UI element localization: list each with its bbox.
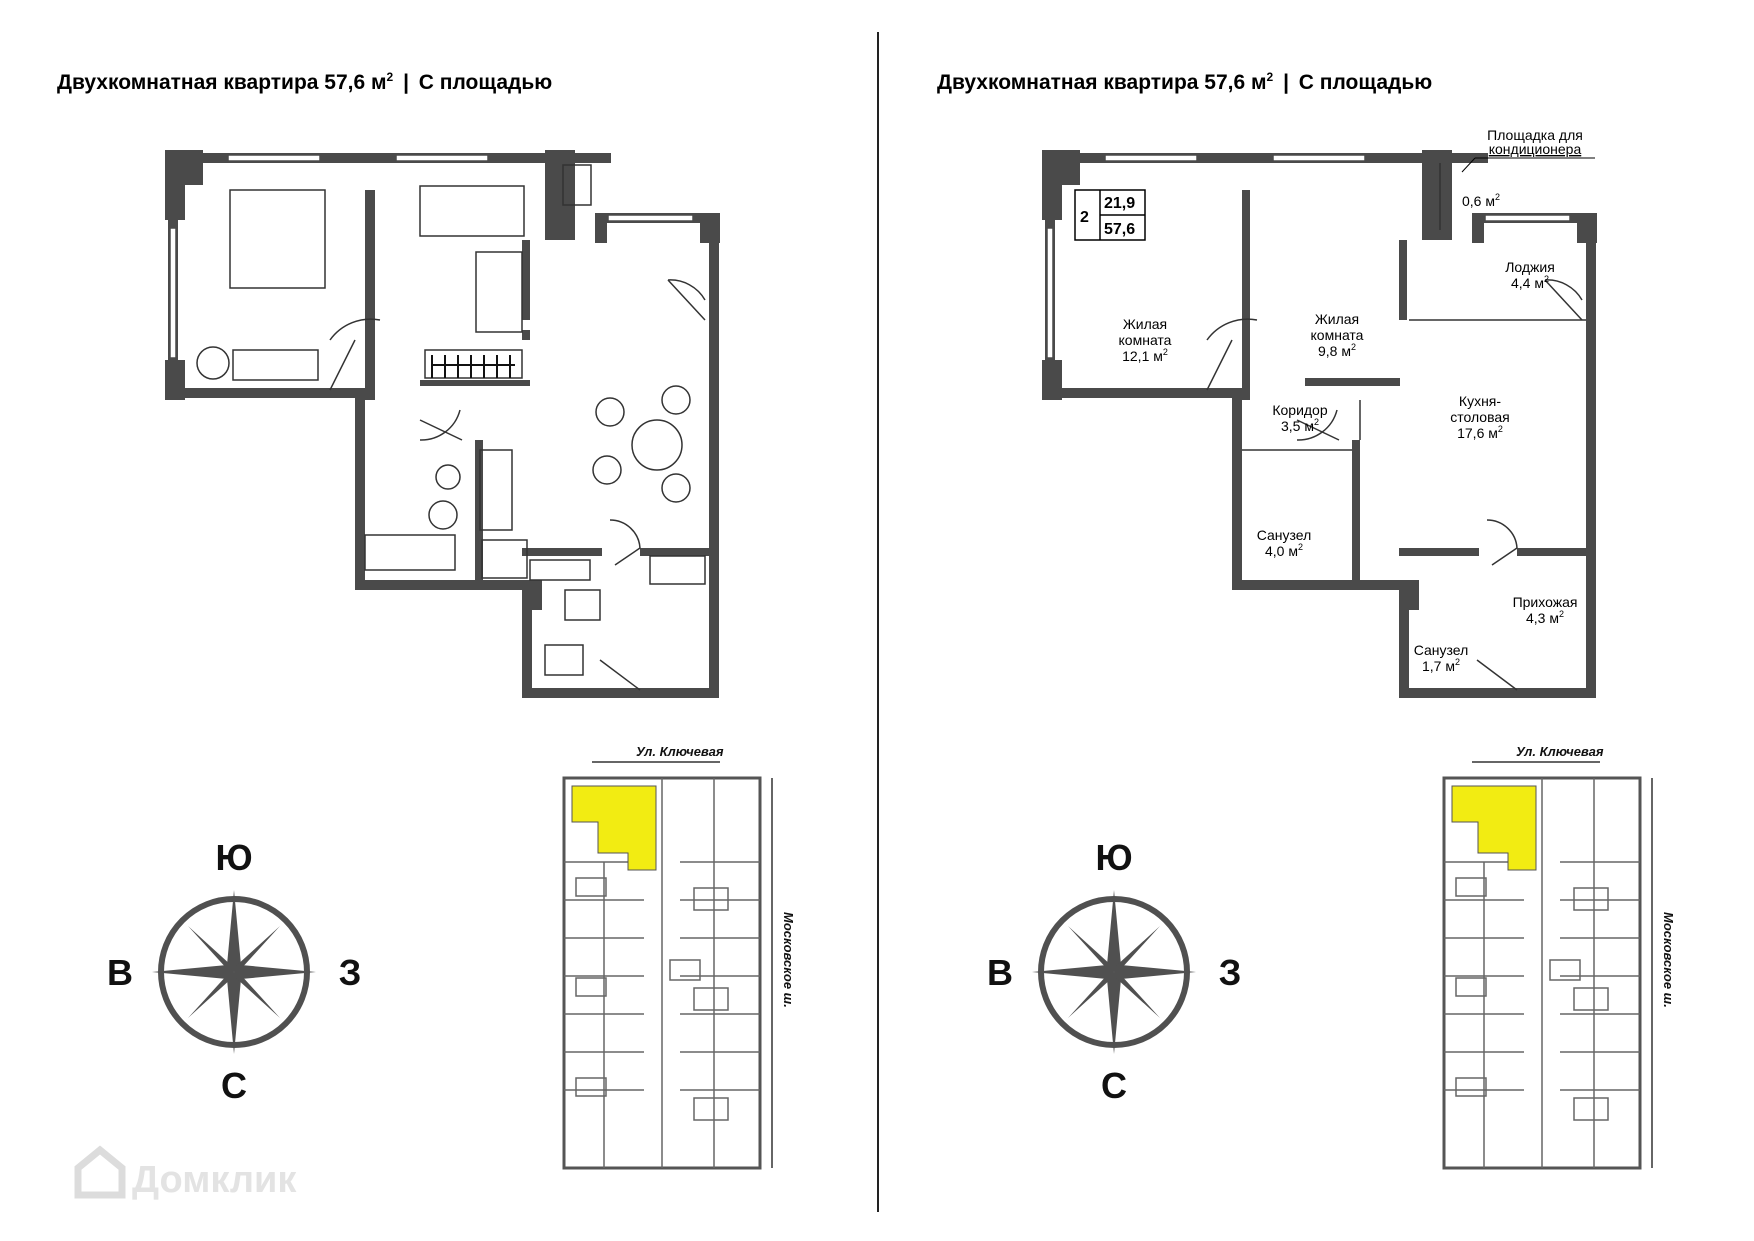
right-title-text: Двухкомнатная квартира 57,6 м [937,71,1267,94]
left-compass-north: С [221,1065,247,1106]
room-bath2-name: Санузел [1414,642,1469,658]
right-street-side: Московское ш. [1661,912,1676,1008]
room-living2-area: 9,8 м2 [1318,342,1356,359]
left-floor-plan [165,150,720,698]
badge-rooms: 2 [1080,209,1089,226]
room-loggia-area: 4,4 м2 [1511,274,1549,291]
room-ac-area: 0,6 м2 [1462,192,1500,209]
left-street-top: Ул. Ключевая [636,744,724,759]
room-bath2-area: 1,7 м2 [1422,657,1460,674]
watermark-house-icon [74,1145,126,1199]
right-compass-east: В [987,952,1013,993]
room-living1-name1: Жилая [1123,316,1167,332]
room-corridor-area: 3,5 м2 [1281,417,1319,434]
left-title-sup: 2 [386,70,394,84]
right-floor-plan [1042,150,1597,698]
right-title-suffix: С площадью [1298,71,1433,94]
ac-label-line2: кондиционера [1489,141,1582,157]
badge-total-area: 57,6 [1104,221,1135,238]
watermark-text: Домклик [132,1159,297,1201]
right-compass-south: Ю [1095,837,1132,878]
right-title-separator: | [1283,71,1289,94]
right-street-top: Ул. Ключевая [1516,744,1604,759]
room-kitchen-name1: Кухня- [1459,393,1501,409]
apartment-badge [1074,189,1146,241]
right-compass-west: З [1219,952,1242,993]
right-block-map [1442,776,1642,1170]
room-hall-name: Прихожая [1513,594,1578,610]
left-block-map [562,776,762,1170]
left-plan-title: Двухкомнатная квартира 57,6 м2 | С площа… [57,70,552,95]
right-compass-rose [1032,890,1196,1054]
left-title-text: Двухкомнатная квартира 57,6 м [57,71,387,94]
left-compass-south: Ю [215,837,252,878]
room-living2-name2: комната [1311,327,1364,343]
left-compass-rose [152,890,316,1054]
room-bath1-name: Санузел [1257,527,1312,543]
left-title-separator: | [403,71,409,94]
room-bath1-area: 4,0 м2 [1265,542,1303,559]
room-living1-name2: комната [1119,332,1172,348]
room-hall-area: 4,3 м2 [1526,609,1564,626]
left-compass-east: В [107,952,133,993]
room-kitchen-area: 17,6 м2 [1457,424,1503,441]
left-compass-west: З [339,952,362,993]
room-living1-area: 12,1 м2 [1122,347,1168,364]
right-plan-title: Двухкомнатная квартира 57,6 м2 | С площа… [937,70,1432,95]
room-kitchen-name2: столовая [1450,409,1510,425]
left-title-suffix: С площадью [418,71,553,94]
ac-label-line1: Площадка для [1487,127,1583,143]
left-street-side: Московское ш. [781,912,796,1008]
room-corridor-name: Коридор [1272,402,1328,418]
badge-living-area: 21,9 [1104,195,1135,212]
room-living2-name1: Жилая [1315,311,1359,327]
center-divider [877,32,879,1212]
room-loggia-name: Лоджия [1505,259,1555,275]
right-title-sup: 2 [1266,70,1274,84]
right-compass-north: С [1101,1065,1127,1106]
